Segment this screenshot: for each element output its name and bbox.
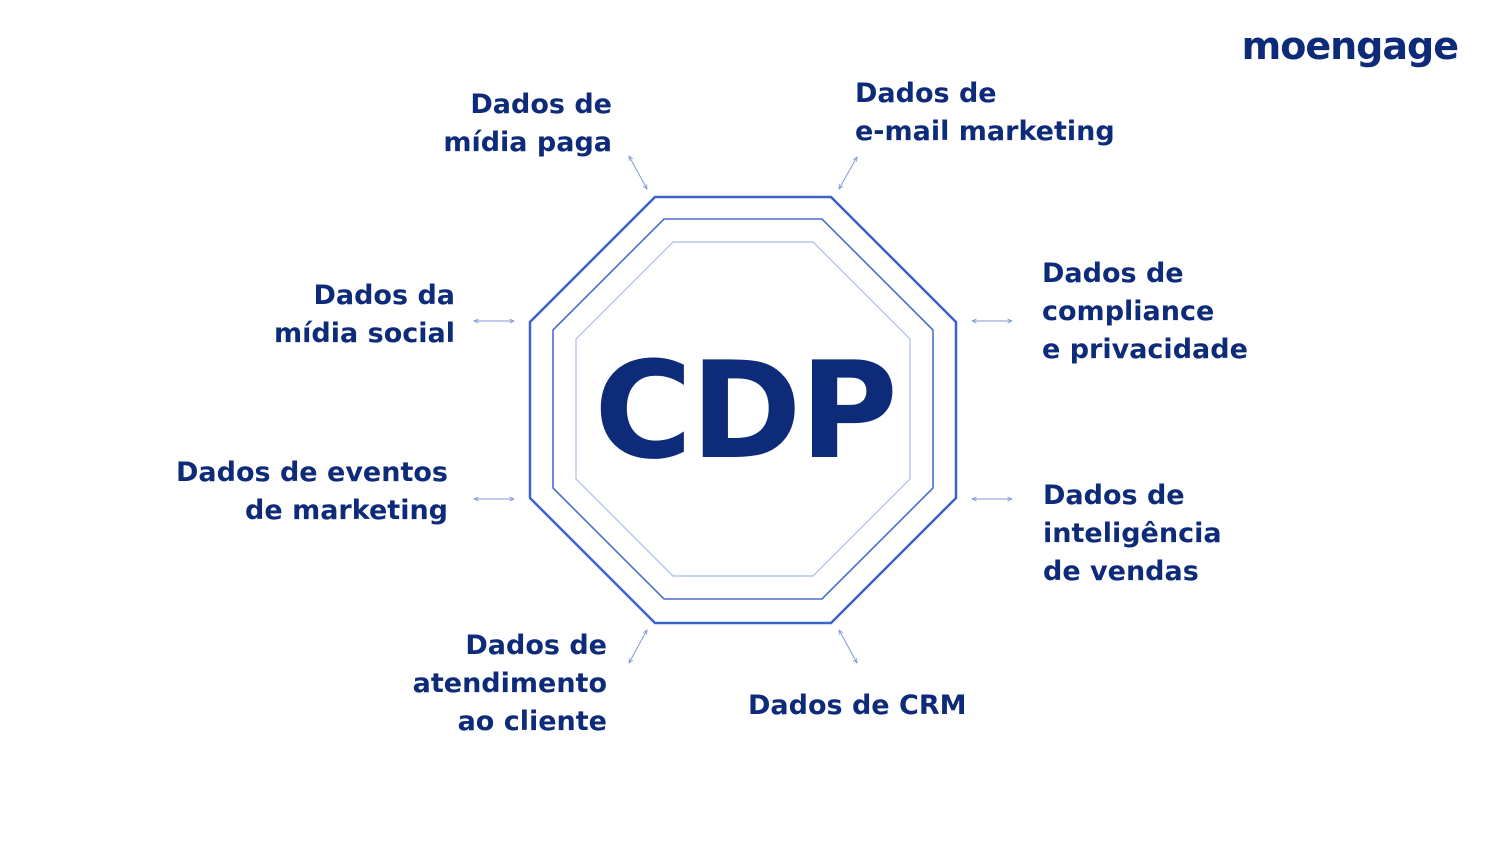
moengage-logo: moengage (1241, 24, 1459, 68)
label-email-marketing: Dados de e-mail marketing (855, 78, 1115, 147)
label-atendimento: Dados de atendimento ao cliente (412, 630, 607, 737)
label-crm: Dados de CRM (748, 690, 967, 721)
label-eventos-marketing: Dados de eventos de marketing (176, 457, 448, 526)
arrow-email-marketing (839, 157, 857, 189)
label-compliance: Dados de compliance e privacidade (1042, 258, 1248, 365)
arrow-midia-paga (629, 156, 647, 189)
label-midia-paga: Dados de mídia paga (443, 89, 612, 158)
arrow-atendimento (629, 630, 647, 663)
arrow-crm (839, 630, 857, 663)
label-inteligencia-vendas: Dados de inteligência de vendas (1043, 480, 1222, 587)
octagon-outer (528, 195, 958, 625)
octagon-inner (575, 241, 911, 577)
cdp-center-label: CDP (594, 333, 896, 489)
octagon-middle (552, 218, 934, 600)
label-midia-social: Dados da mídia social (274, 280, 455, 349)
